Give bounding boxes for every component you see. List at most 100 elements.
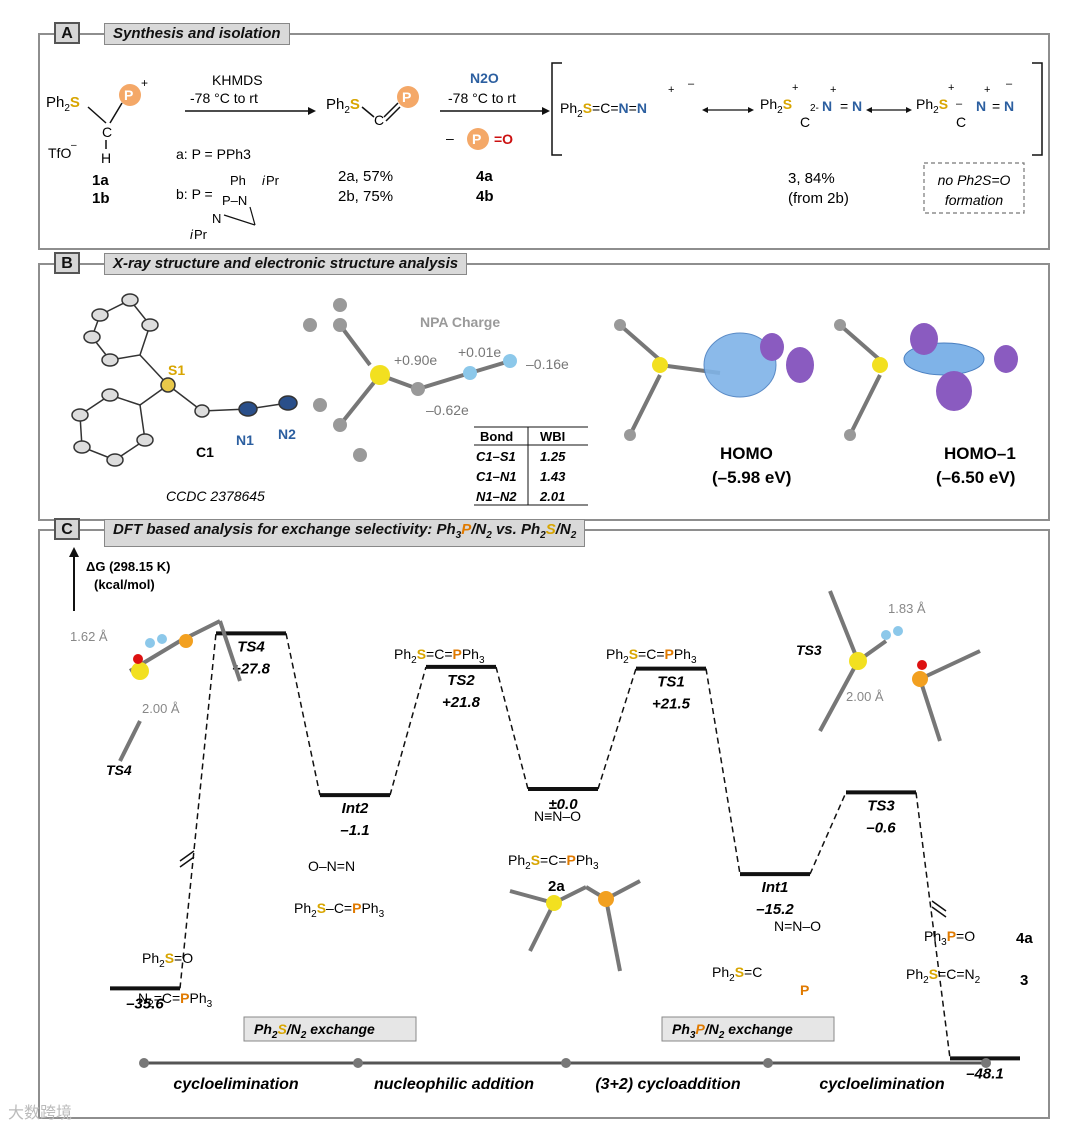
svg-text:TS4: TS4	[106, 762, 132, 778]
panel-title-b: X-ray structure and electronic structure…	[104, 253, 468, 275]
n2o-label: N≡N–O	[534, 808, 581, 824]
svg-text:C1–S1: C1–S1	[476, 449, 516, 464]
state-energy: ±0.0	[548, 796, 578, 813]
energy-profile: ΔG (298.15 K) (kcal/mol) –35.6TS4+27.8In…	[69, 547, 1033, 1093]
svg-text:2a: 2a	[548, 878, 565, 895]
svg-text:Bond: Bond	[480, 429, 513, 444]
exchange-right-label: Ph3P/N2 exchange	[672, 1021, 793, 1041]
svg-text:b: P =: b: P =	[176, 186, 213, 202]
svg-text:TS3: TS3	[796, 642, 822, 658]
diazo-pph3-label: N2=C=PPh3	[138, 990, 213, 1010]
svg-text:Ph2S: Ph2S	[326, 96, 360, 116]
svg-text:P: P	[124, 87, 133, 103]
svg-text:nucleophilic addition: nucleophilic addition	[374, 1076, 534, 1093]
state-name: TS2	[447, 672, 475, 689]
svg-text:N: N	[976, 98, 986, 114]
svg-text:+0.01e: +0.01e	[458, 344, 501, 360]
svg-text:2.00 Å: 2.00 Å	[846, 689, 884, 704]
svg-text:(kcal/mol): (kcal/mol)	[94, 577, 155, 592]
state-name: Int1	[762, 879, 789, 896]
state-energy: –15.2	[756, 901, 794, 918]
ts2-mol-label: Ph2S=C=PPh3	[394, 646, 485, 666]
homo-1-orbital	[834, 319, 1018, 441]
panel-tag-b: B	[54, 252, 80, 274]
svg-text:HOMO–1: HOMO–1	[944, 444, 1016, 463]
svg-text:N: N	[852, 98, 862, 114]
int1-p: P	[800, 982, 809, 998]
exchange-left-label: Ph2S/N2 exchange	[254, 1021, 375, 1041]
svg-text:4b: 4b	[476, 188, 494, 205]
svg-text:HOMO: HOMO	[720, 444, 773, 463]
svg-text:C: C	[102, 124, 112, 140]
panel-tag-c: C	[54, 518, 80, 540]
ph2so-label: Ph2S=O	[142, 950, 193, 970]
state-name: Int2	[342, 800, 369, 817]
svg-text:C1: C1	[196, 444, 214, 460]
svg-text:=: =	[992, 98, 1000, 114]
svg-text:formation: formation	[945, 192, 1004, 208]
connector-line	[389, 666, 427, 796]
energy-levels: –35.6TS4+27.8Int2–1.1TS2+21.8±0.0TS1+21.…	[110, 631, 1020, 1082]
svg-text:C: C	[956, 114, 966, 130]
svg-text:H: H	[101, 150, 111, 166]
watermark: 大数跨境	[8, 1105, 73, 1122]
ts4-structure	[118, 619, 242, 762]
ph2s-cn2-label: Ph2S=C=N2	[906, 966, 981, 986]
svg-text:N: N	[1004, 98, 1014, 114]
svg-text:i: i	[190, 227, 194, 242]
int2-n2o: O–N=N	[308, 858, 355, 874]
svg-text:–0.16e: –0.16e	[526, 356, 569, 372]
structure-2a-3d	[509, 879, 641, 972]
svg-text:+0.90e: +0.90e	[394, 352, 437, 368]
svg-text:2.00 Å: 2.00 Å	[142, 701, 180, 716]
svg-text:Ph2S=C=N=N: Ph2S=C=N=N	[560, 100, 647, 120]
svg-text:3, 84%: 3, 84%	[788, 170, 835, 187]
int1-mol-label: Ph2S=C	[712, 964, 762, 984]
svg-text:1a: 1a	[92, 172, 109, 189]
panel-b-figure: S1 C1 N1 N2 CCDC 2378645 NPA Charge +0.9…	[71, 293, 1018, 506]
connector-line	[705, 668, 741, 875]
int2-mol-label: Ph2S–C=PPh3	[294, 900, 385, 920]
homo-orbital	[614, 319, 814, 441]
svg-text:1b: 1b	[92, 190, 110, 207]
svg-text:-78 °C to rt: -78 °C to rt	[190, 90, 258, 106]
svg-text:P: P	[402, 89, 411, 105]
svg-text:P–N: P–N	[222, 193, 247, 208]
svg-text:N2: N2	[278, 426, 296, 442]
panel-title-c: DFT based analysis for exchange selectiv…	[104, 519, 586, 547]
ts1-mol-label: Ph2S=C=PPh3	[606, 646, 697, 666]
svg-text:4a: 4a	[1016, 930, 1033, 947]
svg-text:Pr: Pr	[194, 227, 208, 242]
wbi-table: Bond WBI C1–S1 1.25 C1–N1 1.43 N1–N2 2.0…	[474, 426, 588, 506]
svg-text:cycloelimination: cycloelimination	[173, 1076, 299, 1093]
svg-text:2a, 57%: 2a, 57%	[338, 168, 393, 185]
svg-text:2-: 2-	[810, 103, 819, 114]
mol-2a-label: Ph2S=C=PPh3	[508, 852, 599, 872]
svg-text:(–5.98 eV): (–5.98 eV)	[712, 468, 791, 487]
svg-text:TfO: TfO	[48, 145, 71, 161]
connector-line	[809, 792, 847, 875]
svg-text:(3+2) cycloaddition: (3+2) cycloaddition	[595, 1076, 741, 1093]
scheme-a: Ph2S P + C H TfO – 1a 1b KHMDS -78 °C to…	[46, 62, 1043, 242]
state-energy: +27.8	[232, 660, 271, 677]
reactant-ph2s: Ph2S	[46, 94, 80, 114]
svg-text:Ph: Ph	[230, 173, 246, 188]
svg-text:N2O: N2O	[470, 70, 499, 86]
svg-text:–0.62e: –0.62e	[426, 402, 469, 418]
svg-text:(–6.50 eV): (–6.50 eV)	[936, 468, 1015, 487]
npa-structure	[303, 298, 517, 462]
svg-text:Ph2S: Ph2S	[916, 96, 948, 116]
svg-text:1.62 Å: 1.62 Å	[70, 629, 108, 644]
state-energy: +21.8	[442, 694, 481, 711]
svg-text:N: N	[212, 211, 221, 226]
state-energy: +21.5	[652, 696, 691, 713]
svg-text:+: +	[792, 82, 798, 94]
svg-text:C: C	[374, 112, 384, 128]
svg-text:S1: S1	[168, 362, 185, 378]
state-energy: –48.1	[966, 1065, 1004, 1082]
svg-text:N: N	[822, 98, 832, 114]
svg-text:–: –	[688, 78, 695, 90]
svg-text:WBI: WBI	[540, 429, 565, 444]
svg-text:cycloelimination: cycloelimination	[819, 1076, 945, 1093]
int1-ring: N=N–O	[774, 918, 821, 934]
